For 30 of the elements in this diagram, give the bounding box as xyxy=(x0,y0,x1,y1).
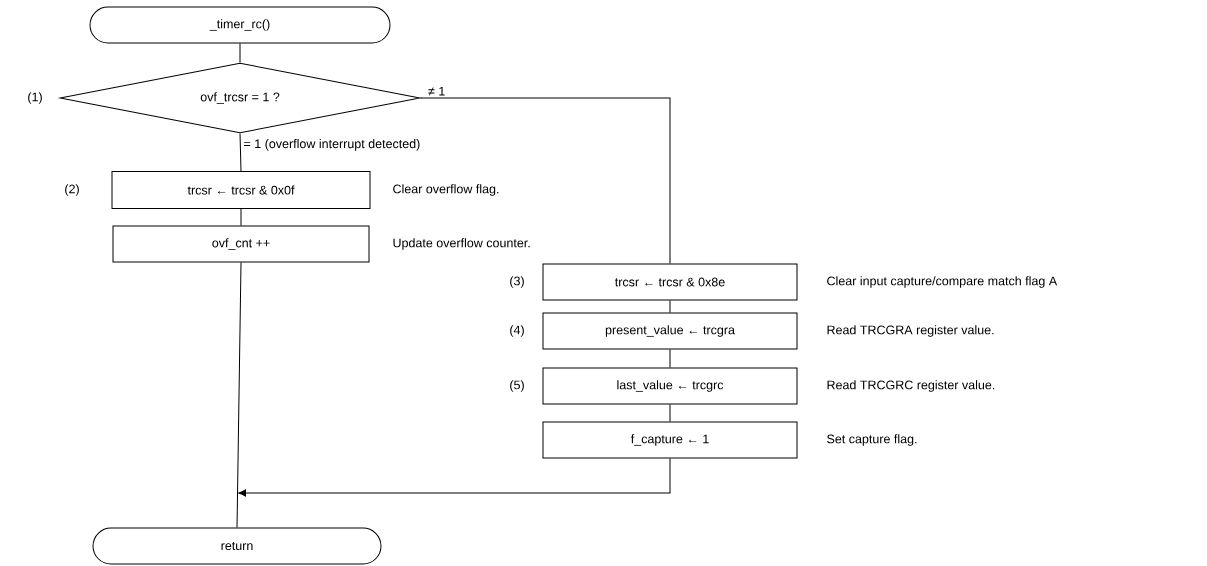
step-description: Read TRCGRA register value. xyxy=(827,325,994,337)
process-box: last_value ← trcgrc xyxy=(542,367,798,405)
process-box: ovf_cnt ++ xyxy=(112,225,370,263)
arrow xyxy=(238,458,671,497)
connector-line xyxy=(236,262,242,528)
connector-line xyxy=(240,208,242,226)
edge-label: ≠ 1 xyxy=(427,85,447,97)
connector-line xyxy=(239,43,241,63)
step-number: (3) xyxy=(510,276,524,288)
connector-line xyxy=(239,133,242,172)
connector-line xyxy=(669,300,671,313)
process-box: f_capture ← 1 xyxy=(542,421,798,459)
step-number: (1) xyxy=(28,92,42,104)
edge-label: = 1 (overflow interrupt detected) xyxy=(242,138,422,152)
step-description: Set capture flag. xyxy=(827,434,917,446)
step-description: Clear input capture/compare match flag A xyxy=(827,276,1058,288)
process-box: trcsr ← trcsr & 0x8e xyxy=(542,263,798,301)
step-number: (2) xyxy=(65,184,79,196)
step-number: (4) xyxy=(510,325,524,337)
connector-line xyxy=(420,97,671,264)
connector-line xyxy=(669,349,671,368)
process-box: trcsr ← trcsr & 0x0f xyxy=(111,171,371,209)
step-description: Clear overflow flag. xyxy=(393,184,499,196)
step-number: (5) xyxy=(510,380,524,392)
terminal-box: _timer_rc() xyxy=(89,6,391,44)
process-box: present_value ← trcgra xyxy=(542,312,798,350)
terminal-box: return xyxy=(92,527,382,565)
step-description: Read TRCGRC register value. xyxy=(827,380,995,392)
connector-line xyxy=(669,404,671,422)
step-description: Update overflow counter. xyxy=(393,238,530,250)
